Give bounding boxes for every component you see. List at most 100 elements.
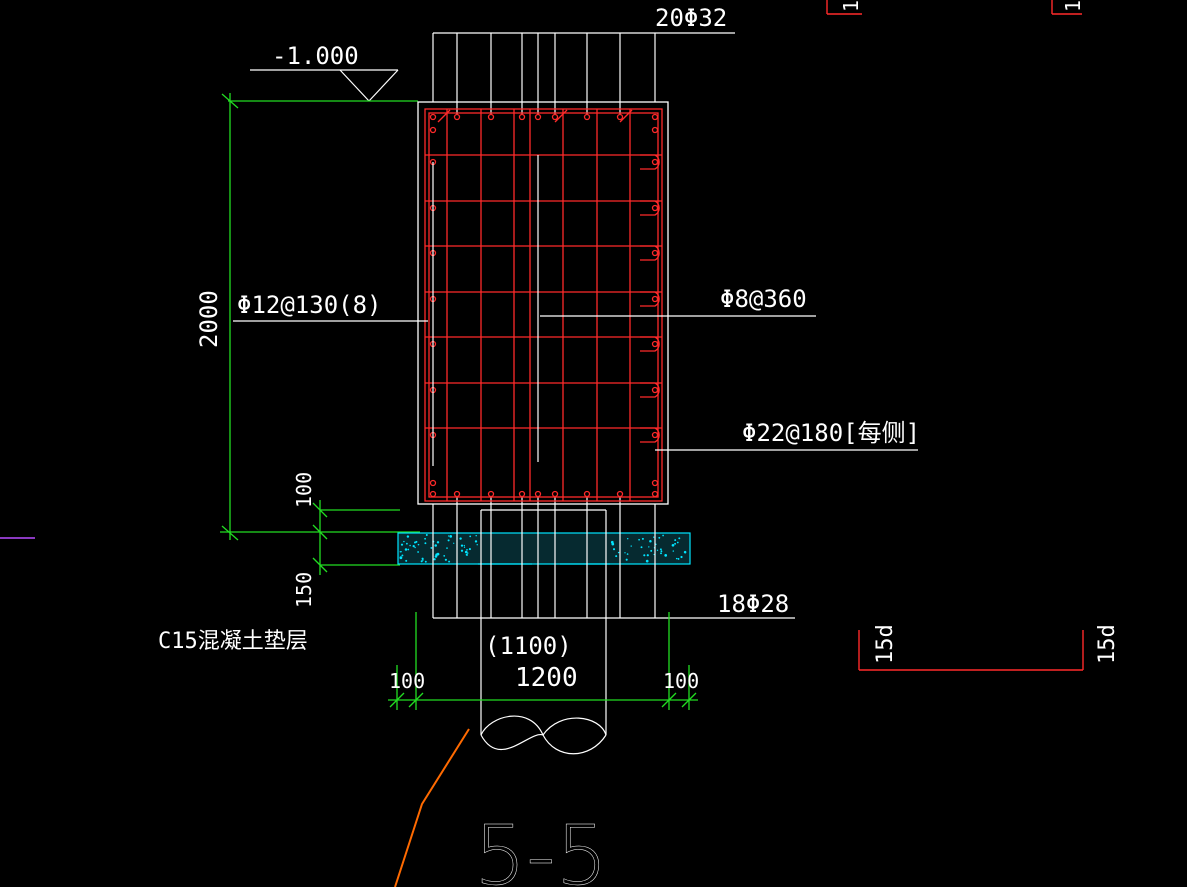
- stirrup-label: Φ12@130(8): [237, 291, 382, 319]
- concrete-speckle: [406, 535, 410, 538]
- corner-left-label: 15: [839, 0, 863, 12]
- stirrup-outer: [424, 108, 663, 502]
- side-bar-right: [651, 249, 659, 257]
- cover-top-label: 100: [292, 472, 316, 508]
- concrete-speckle: [653, 536, 655, 538]
- anchor-left-label: 15d: [873, 624, 898, 664]
- stirrup-inner: [428, 112, 659, 498]
- concrete-speckle: [674, 542, 677, 545]
- concrete-speckle: [400, 543, 404, 546]
- bottom-bar: [551, 490, 559, 498]
- concrete-speckle: [417, 543, 420, 546]
- top-hook: [437, 109, 451, 123]
- concrete-speckle: [684, 552, 687, 554]
- anchor-right-label: 15d: [1095, 624, 1120, 664]
- side-bar-right: [651, 386, 659, 394]
- concrete-speckle: [414, 546, 416, 549]
- top-bar: [551, 113, 559, 121]
- concrete-speckle: [399, 556, 403, 560]
- rebar-mesh: [424, 108, 663, 502]
- bottom-bar-leaders: [432, 497, 795, 619]
- concrete-speckle: [656, 549, 659, 551]
- side-bar-hook: [640, 245, 660, 261]
- concrete-speckle: [611, 542, 615, 546]
- top-bar: [616, 113, 624, 121]
- concrete-speckle: [641, 537, 644, 540]
- side-bar-right: [651, 431, 659, 439]
- annotation-leaders: [233, 315, 918, 451]
- concrete-speckle: [617, 551, 620, 554]
- concrete-speckle: [434, 544, 437, 547]
- concrete-speckle: [420, 560, 423, 563]
- concrete-speckle: [625, 558, 628, 561]
- cushion-label: C15混凝土垫层: [158, 629, 308, 654]
- concrete-speckle: [659, 548, 662, 551]
- concrete-speckle: [409, 544, 411, 547]
- concrete-speckle: [424, 542, 427, 545]
- side-bar-hook: [640, 427, 660, 443]
- concrete-speckle: [460, 549, 464, 552]
- concrete-speckle: [433, 558, 436, 561]
- concrete-speckle: [649, 539, 652, 543]
- concrete-speckle: [444, 558, 447, 561]
- concrete-speckle: [465, 553, 468, 556]
- bottom-bars-label: 18Φ28: [717, 590, 789, 618]
- concrete-speckle: [643, 554, 646, 557]
- side-bar-hook: [640, 200, 660, 216]
- concrete-speckle: [680, 555, 683, 559]
- concrete-speckle: [624, 552, 626, 554]
- tie-label: Φ8@360: [720, 285, 807, 313]
- concrete-speckle: [626, 553, 629, 555]
- top-bar: [651, 126, 659, 134]
- concrete-speckle: [406, 542, 408, 545]
- concrete-speckle: [676, 541, 679, 544]
- concrete-speckle: [468, 548, 471, 551]
- top-bar: [429, 113, 437, 121]
- concrete-speckle: [662, 534, 664, 537]
- concrete-speckle: [675, 557, 678, 560]
- concrete-speckle: [658, 536, 661, 539]
- right-offset-label: 100: [663, 669, 699, 693]
- pile-diameter-label: (1100): [485, 632, 572, 660]
- concrete-speckle: [645, 559, 649, 563]
- section-title: 5-5: [474, 809, 608, 887]
- concrete-speckle: [464, 550, 468, 554]
- concrete-speckle: [648, 546, 650, 548]
- top-bar: [534, 113, 542, 121]
- concrete-speckle: [674, 539, 677, 542]
- concrete-speckle: [412, 544, 415, 548]
- top-bar-leaders: [432, 32, 735, 115]
- concrete-speckle: [403, 540, 405, 543]
- width-label: 1200: [515, 663, 578, 693]
- top-bar: [583, 113, 591, 121]
- concrete-speckle: [424, 560, 427, 563]
- concrete-speckle: [417, 551, 419, 553]
- concrete-speckle: [400, 551, 402, 553]
- top-bar: [487, 113, 495, 121]
- cushion-layer: [397, 532, 691, 565]
- concrete-speckle: [463, 546, 466, 548]
- concrete-speckle: [630, 545, 632, 547]
- elevation-label: -1.000: [272, 42, 359, 70]
- side-bar-hook: [640, 336, 660, 352]
- concrete-speckle: [448, 560, 451, 563]
- corner-right-label: 15: [1061, 0, 1085, 12]
- concrete-speckle: [671, 543, 675, 547]
- height-label: 2000: [195, 290, 223, 348]
- side-bar-right: [651, 204, 659, 212]
- concrete-speckle: [449, 535, 453, 538]
- side-bar-hook: [640, 382, 660, 398]
- top-hook: [554, 109, 568, 123]
- concrete-speckle: [459, 537, 462, 540]
- top-bar: [453, 113, 461, 121]
- top-hook: [619, 109, 633, 123]
- concrete-speckle: [453, 542, 455, 544]
- concrete-speckle: [678, 537, 681, 540]
- side-bars-label: Φ22@180[每侧]: [742, 419, 920, 447]
- side-bar-right: [651, 295, 659, 303]
- top-bar: [651, 113, 659, 121]
- concrete-speckle: [466, 552, 469, 554]
- concrete-speckle: [615, 555, 618, 558]
- bottom-bar: [429, 479, 437, 487]
